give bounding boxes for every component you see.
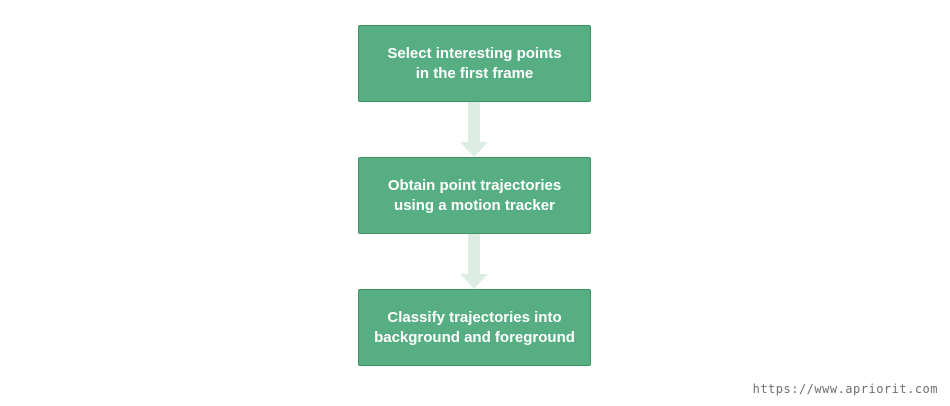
- down-arrow-icon: [460, 234, 488, 289]
- step-obtain-trajectories: Obtain point trajectories using a motion…: [358, 157, 591, 234]
- down-arrow-icon: [460, 102, 488, 157]
- watermark-url: https://www.apriorit.com: [752, 382, 938, 396]
- step-label: Classify trajectories into background an…: [374, 308, 575, 346]
- step-label: Select interesting points in the first f…: [387, 44, 562, 82]
- step-label: Obtain point trajectories using a motion…: [387, 176, 562, 214]
- step-classify-trajectories: Classify trajectories into background an…: [358, 289, 591, 366]
- step-select-points: Select interesting points in the first f…: [358, 25, 591, 102]
